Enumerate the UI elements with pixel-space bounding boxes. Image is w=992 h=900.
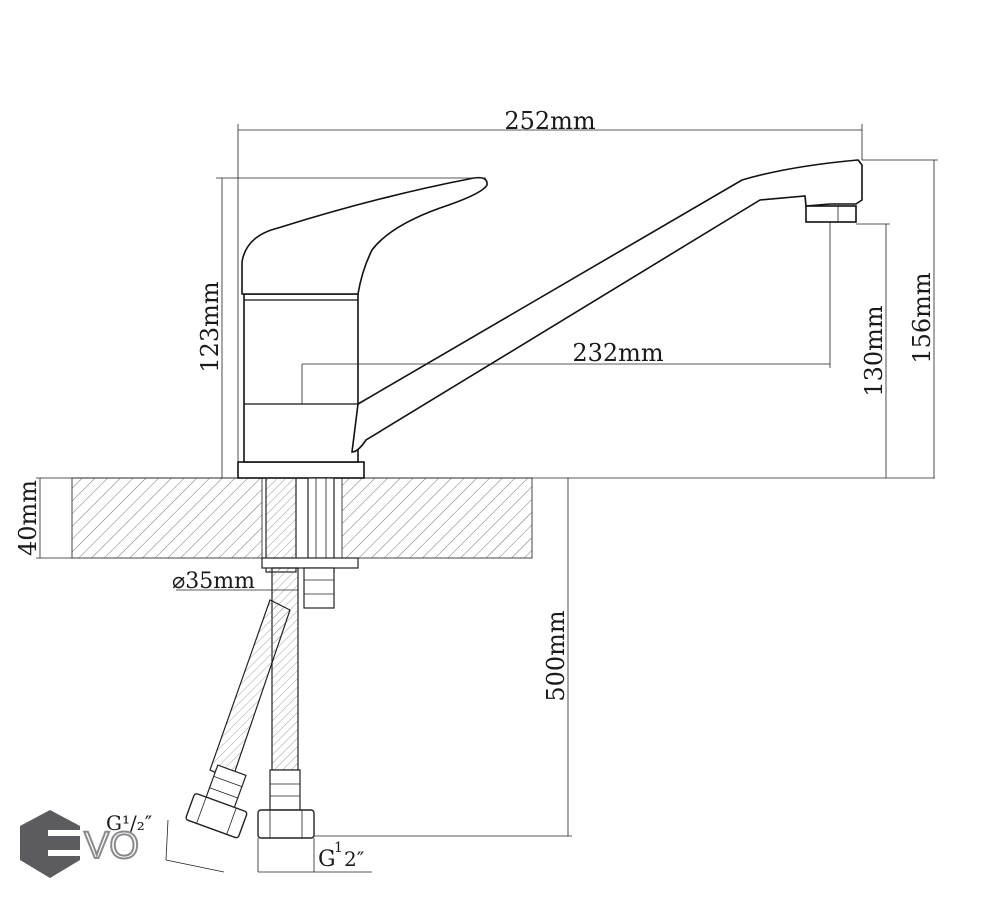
- label-thread-left: G¹/₂″: [106, 811, 152, 835]
- label-spout-reach: 232mm: [572, 339, 664, 367]
- faucet-body: [237, 293, 365, 479]
- label-thread-right-sup: 1: [334, 840, 343, 856]
- watermark-text: VO: [84, 825, 139, 867]
- hoses: [185, 567, 315, 839]
- label-mount-hole: ⌀35mm: [172, 569, 255, 594]
- lever-handle: [241, 176, 488, 295]
- label-counter-thickness: 40mm: [14, 480, 42, 556]
- dimension-labels: 252mm 232mm 123mm 130mm 156mm 40mm ⌀35mm…: [14, 107, 936, 872]
- label-hose-length: 500mm: [542, 610, 570, 702]
- countertop: [71, 477, 935, 559]
- label-total-height: 156mm: [908, 272, 936, 364]
- label-body-height: 123mm: [196, 281, 224, 373]
- label-total-width: 252mm: [504, 107, 596, 135]
- spout: [351, 159, 863, 453]
- hexagon-logo-icon: [20, 810, 80, 878]
- dimension-lines: [36, 124, 938, 873]
- label-thread-right-sub: 2″: [344, 847, 364, 871]
- label-thread-right: G: [318, 847, 336, 872]
- watermark-logo: VO: [20, 810, 140, 878]
- label-spout-outlet-height: 130mm: [860, 305, 888, 397]
